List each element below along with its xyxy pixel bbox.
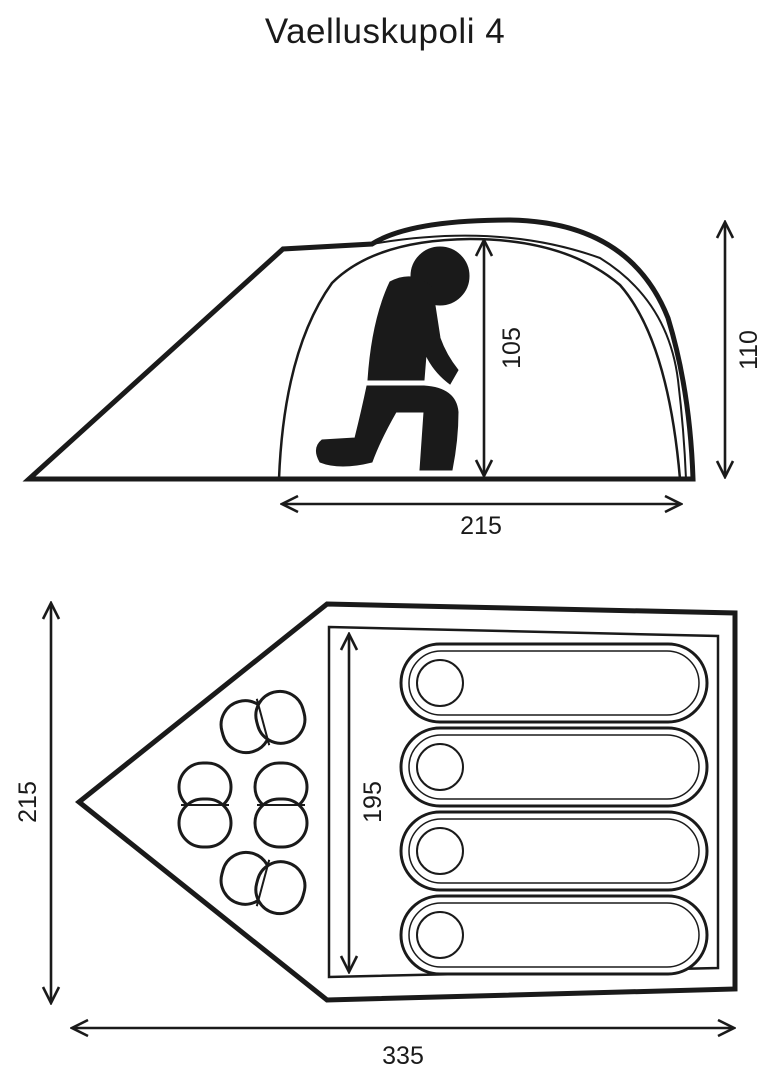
side-view: 105 110 215	[22, 217, 763, 540]
sleeping-bag	[399, 642, 709, 724]
side-inner-dome	[277, 237, 682, 480]
kneeling-person-icon	[316, 246, 470, 471]
shoe-pair-icon	[253, 761, 309, 849]
inner-length-label: 215	[460, 512, 502, 540]
side-pole-line	[371, 234, 687, 480]
sleeping-bag	[399, 726, 709, 808]
top-view: 195 215 335	[14, 601, 738, 1070]
diagram-title: Vaelluskupoli 4	[264, 12, 506, 51]
total-width-label: 215	[14, 781, 42, 823]
interior-height-label: 105	[498, 327, 526, 369]
top-inner-floor	[327, 625, 720, 979]
shoe-pair-icon	[219, 689, 307, 755]
sleeping-bag	[399, 810, 709, 892]
total-length-label: 335	[382, 1042, 424, 1070]
inner-width-label: 195	[359, 781, 387, 823]
top-outer-outline	[74, 601, 738, 1003]
side-outer-outline	[22, 217, 696, 482]
total-height-label: 110	[735, 330, 763, 370]
shoe-pair-icon	[219, 850, 307, 916]
sleeping-bag	[399, 894, 709, 976]
sleeping-bags	[399, 642, 709, 976]
shoes	[177, 689, 309, 916]
shoe-pair-icon	[177, 761, 233, 849]
